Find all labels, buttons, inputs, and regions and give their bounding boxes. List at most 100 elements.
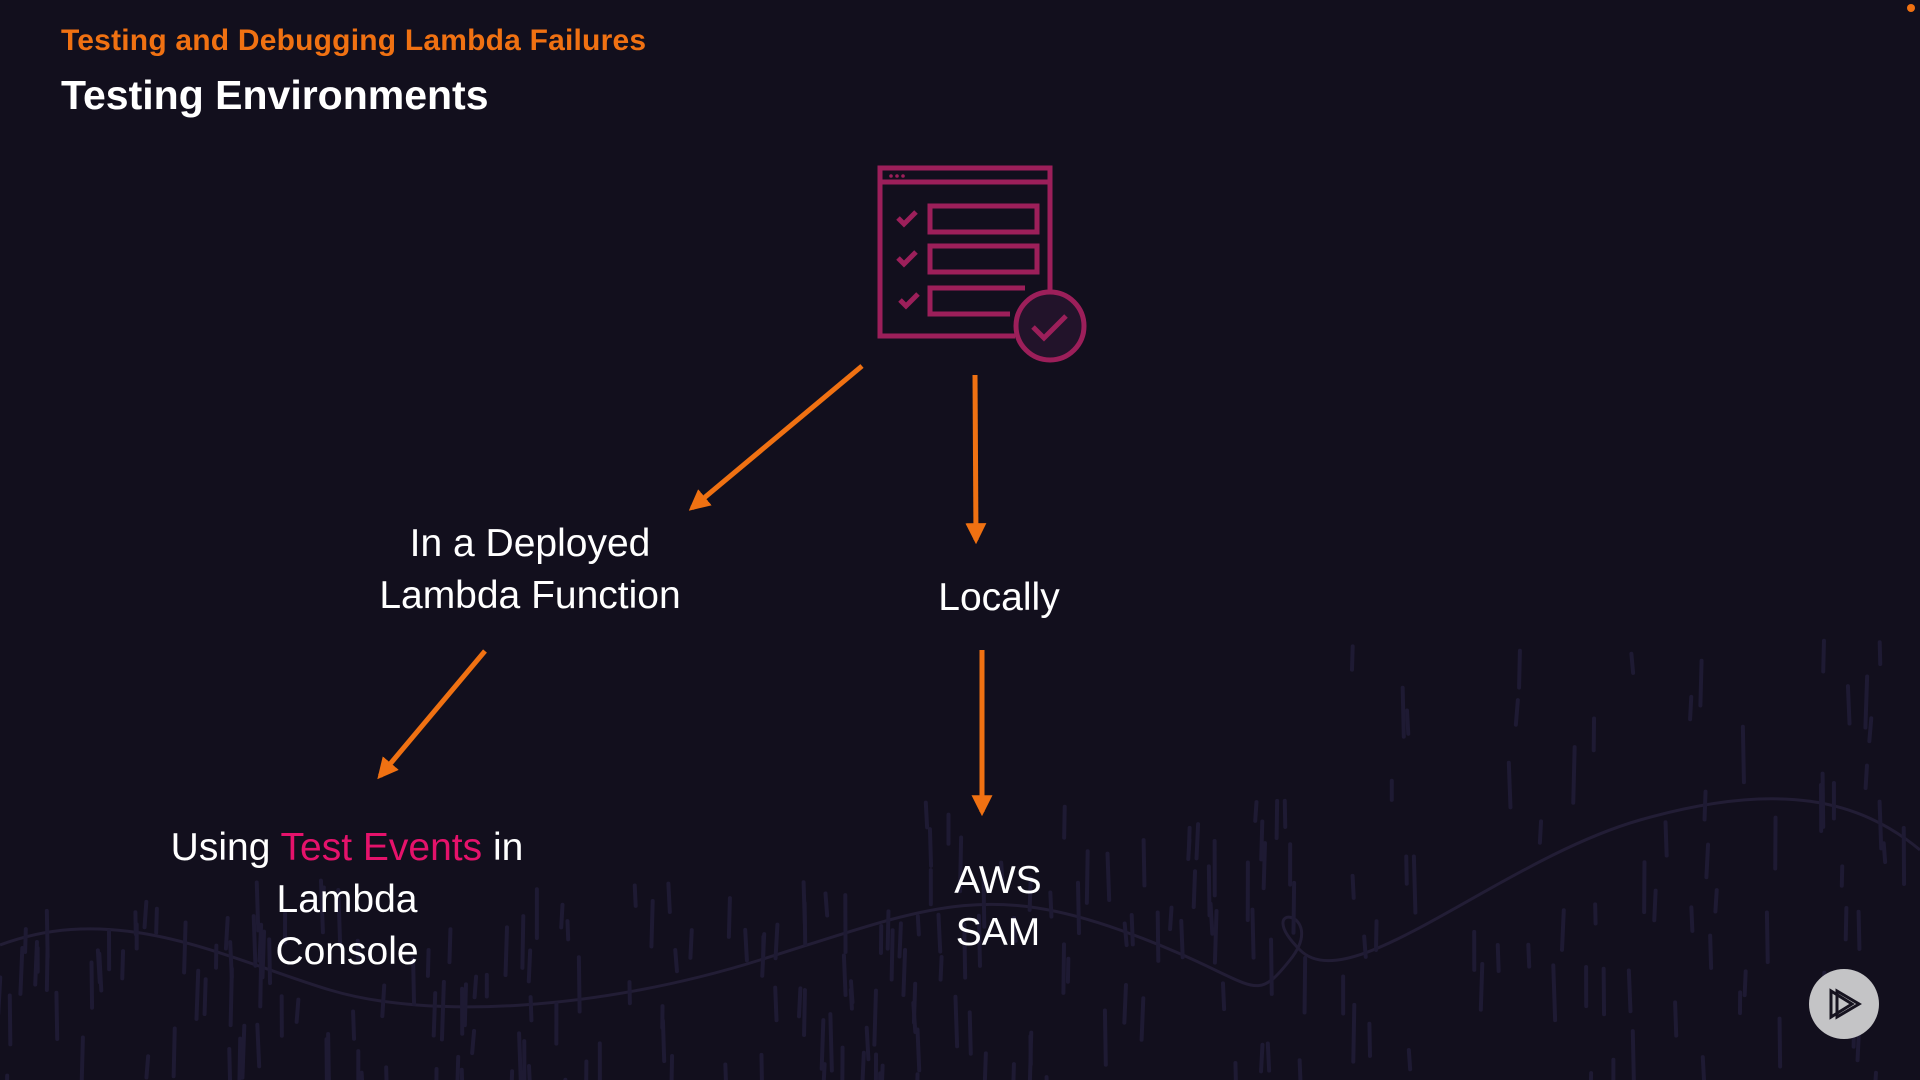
background-dash bbox=[455, 1054, 461, 1080]
test-events-highlight: Test Events bbox=[280, 826, 483, 869]
background-dash bbox=[1297, 1058, 1303, 1080]
background-dash bbox=[821, 1062, 827, 1080]
background-dash bbox=[1517, 648, 1522, 690]
background-dash bbox=[1708, 933, 1714, 970]
background-dash bbox=[901, 947, 908, 998]
background-dash bbox=[89, 960, 95, 1010]
background-dash bbox=[1011, 1062, 1016, 1080]
list-bar-2 bbox=[927, 243, 1040, 275]
background-dash bbox=[237, 1036, 243, 1080]
background-dash bbox=[1220, 981, 1227, 1012]
background-dash bbox=[872, 988, 878, 1047]
background-dash bbox=[7, 993, 13, 1047]
background-dash bbox=[1400, 685, 1406, 739]
background-dash bbox=[1259, 819, 1265, 862]
background-dash bbox=[760, 932, 767, 978]
background-dash bbox=[18, 946, 25, 996]
background-dash bbox=[1105, 851, 1112, 903]
arrow-deployed-to-test-events bbox=[377, 649, 487, 780]
section-kicker: Testing and Debugging Lambda Failures bbox=[61, 24, 647, 57]
background-dash bbox=[255, 1022, 262, 1069]
checkmark-1 bbox=[896, 210, 918, 228]
background-dash bbox=[1742, 969, 1748, 998]
background-dash bbox=[1777, 1016, 1783, 1069]
background-dash bbox=[1367, 1021, 1373, 1058]
background-dash bbox=[981, 871, 987, 929]
background-dash bbox=[527, 1064, 532, 1080]
node-deployed-lambda: In a Deployed Lambda Function bbox=[330, 518, 730, 622]
background-dash bbox=[1350, 873, 1356, 900]
background-dash bbox=[1702, 789, 1708, 822]
background-dash bbox=[1084, 849, 1090, 905]
background-dash bbox=[1404, 854, 1409, 886]
background-dash bbox=[889, 928, 895, 982]
background-dash bbox=[1821, 638, 1826, 674]
slide-title: Testing Environments bbox=[61, 72, 489, 118]
arrow-root-to-deployed bbox=[688, 364, 864, 511]
background-dash bbox=[743, 927, 749, 963]
node-locally-line-1: Locally bbox=[938, 576, 1060, 619]
checkmark-2 bbox=[896, 250, 918, 268]
background-dash bbox=[1551, 963, 1558, 1023]
background-dash bbox=[431, 991, 438, 1038]
background-dash bbox=[79, 1035, 85, 1080]
background-dash bbox=[439, 979, 446, 1042]
background-dash bbox=[1704, 842, 1711, 880]
background-dash bbox=[384, 1065, 389, 1080]
background-dash bbox=[1212, 908, 1219, 965]
background-dash bbox=[1571, 745, 1577, 805]
background-dash bbox=[1513, 698, 1520, 727]
node-deployed-line-1: In a Deployed bbox=[409, 522, 651, 565]
background-dash bbox=[1186, 837, 1192, 861]
background-dash bbox=[258, 954, 264, 1009]
background-dash bbox=[1027, 876, 1033, 912]
background-dash bbox=[1856, 909, 1862, 951]
node-locally: Locally bbox=[880, 572, 1118, 624]
background-dash bbox=[1652, 888, 1658, 923]
background-dash bbox=[1867, 716, 1874, 744]
background-dash bbox=[227, 1047, 233, 1080]
background-dash bbox=[1250, 907, 1256, 960]
node-test-events-line-3: Console bbox=[275, 930, 419, 973]
node-deployed-line-2: Lambda Function bbox=[379, 574, 681, 617]
background-dash bbox=[967, 1010, 973, 1056]
background-dash bbox=[726, 896, 732, 939]
background-dash bbox=[1129, 913, 1135, 947]
background-dash bbox=[1075, 880, 1081, 936]
background-dash bbox=[1155, 910, 1161, 963]
background-dash bbox=[1881, 841, 1888, 865]
checklist-window-with-check-icon bbox=[877, 165, 1087, 363]
background-dash bbox=[23, 927, 28, 954]
background-dash bbox=[885, 909, 891, 951]
window-frame bbox=[877, 165, 1053, 339]
node-test-events-line-1: Using Test Events in bbox=[100, 822, 594, 874]
background-dash bbox=[472, 974, 479, 1000]
background-dash bbox=[1206, 864, 1212, 918]
background-dash bbox=[1855, 1031, 1861, 1063]
background-dash bbox=[411, 956, 417, 1007]
background-dash bbox=[95, 948, 102, 985]
background-dash bbox=[1700, 1055, 1707, 1080]
background-dash bbox=[1373, 919, 1379, 952]
background-dash bbox=[915, 914, 921, 937]
background-dash bbox=[1537, 819, 1544, 845]
background-dash bbox=[1302, 955, 1308, 1015]
background-dash bbox=[1233, 1060, 1238, 1080]
background-dash bbox=[1673, 1000, 1679, 1038]
background-dash bbox=[828, 1012, 834, 1073]
background-dash bbox=[240, 1023, 247, 1080]
background-dash bbox=[1740, 724, 1746, 785]
background-dash bbox=[1102, 1008, 1108, 1067]
background-dash bbox=[351, 1009, 357, 1041]
list-bar-3 bbox=[927, 285, 1025, 317]
background-dash bbox=[520, 914, 526, 970]
background-dash bbox=[936, 912, 943, 954]
check-badge bbox=[1013, 289, 1087, 363]
background-dash bbox=[1764, 910, 1770, 965]
play-logo-glyph bbox=[1829, 988, 1862, 1020]
background-dash bbox=[144, 1054, 151, 1080]
background-dash bbox=[958, 835, 964, 894]
background-dash bbox=[999, 860, 1005, 887]
background-dash bbox=[1688, 694, 1694, 722]
